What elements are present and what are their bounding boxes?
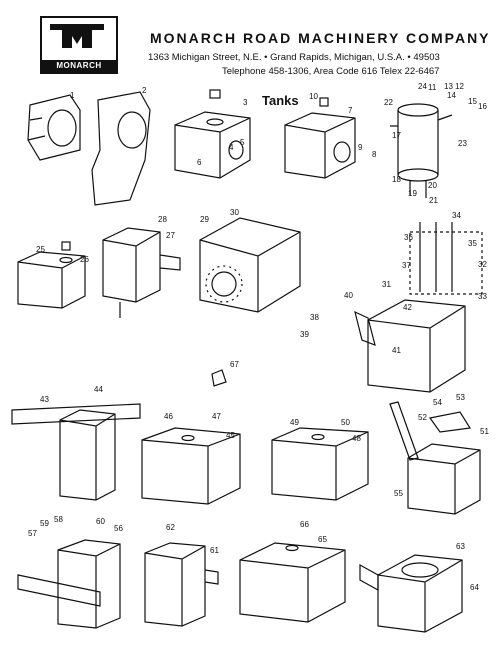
part-number-12: 12	[455, 82, 464, 91]
part-number-40: 40	[344, 291, 353, 300]
part-number-44: 44	[94, 385, 103, 394]
part-number-45: 45	[226, 431, 235, 440]
part-number-56: 56	[114, 524, 123, 533]
part-number-30: 30	[230, 208, 239, 217]
part-number-48: 48	[352, 434, 361, 443]
part-number-65: 65	[318, 535, 327, 544]
part-number-37: 37	[402, 261, 411, 270]
part-illustration-2	[91, 91, 151, 206]
part-number-38: 38	[310, 313, 319, 322]
part-illustration-31	[354, 222, 483, 393]
part-number-64: 64	[470, 583, 479, 592]
part-illustration-25	[17, 241, 86, 309]
logo-wordmark: MONARCH	[42, 60, 116, 72]
part-illustration-29	[199, 217, 301, 313]
part-number-24: 24	[418, 82, 427, 91]
section-title: Tanks	[262, 93, 299, 108]
part-number-13: 13	[444, 82, 453, 91]
part-number-59: 59	[40, 519, 49, 528]
part-number-36: 36	[404, 233, 413, 242]
part-number-39: 39	[300, 330, 309, 339]
part-number-21: 21	[429, 196, 438, 205]
part-number-29: 29	[200, 215, 209, 224]
part-number-41: 41	[392, 346, 401, 355]
part-number-16: 16	[478, 102, 487, 111]
part-number-10: 10	[309, 92, 318, 101]
part-number-14: 14	[447, 91, 456, 100]
part-number-8: 8	[372, 150, 377, 159]
part-illustration-7	[284, 97, 356, 179]
monarch-m-emblem-icon	[50, 24, 104, 48]
part-number-2: 2	[142, 86, 147, 95]
part-number-58: 58	[54, 515, 63, 524]
part-number-27: 27	[166, 231, 175, 240]
part-illustration-56	[17, 539, 121, 629]
part-number-42: 42	[403, 303, 412, 312]
part-number-31: 31	[382, 280, 391, 289]
part-number-18: 18	[392, 175, 401, 184]
part-number-51: 51	[480, 427, 489, 436]
part-number-57: 57	[28, 529, 37, 538]
part-number-60: 60	[96, 517, 105, 526]
part-number-34: 34	[452, 211, 461, 220]
part-number-22: 22	[384, 98, 393, 107]
part-number-1: 1	[70, 91, 75, 100]
part-number-50: 50	[341, 418, 350, 427]
part-illustration-1	[27, 94, 81, 161]
part-illustration-43	[11, 403, 141, 501]
part-illustration-67	[211, 369, 227, 387]
part-number-9: 9	[358, 143, 363, 152]
part-number-28: 28	[158, 215, 167, 224]
part-illustration-3	[174, 89, 251, 179]
part-number-49: 49	[290, 418, 299, 427]
part-number-67: 67	[230, 360, 239, 369]
part-number-4: 4	[229, 143, 234, 152]
part-number-55: 55	[394, 489, 403, 498]
part-illustration-48	[271, 427, 369, 501]
part-number-46: 46	[164, 412, 173, 421]
part-number-6: 6	[197, 158, 202, 167]
part-number-11: 11	[428, 83, 437, 92]
part-illustration-65	[239, 542, 346, 623]
part-illustration-51	[389, 401, 481, 515]
company-name: MONARCH ROAD MACHINERY COMPANY	[150, 30, 491, 46]
part-number-33: 33	[478, 292, 487, 301]
company-contact: Telephone 458-1306, Area Code 616 Telex …	[222, 66, 440, 77]
part-number-66: 66	[300, 520, 309, 529]
part-number-25: 25	[36, 245, 45, 254]
part-number-62: 62	[166, 523, 175, 532]
monarch-logo: MONARCH	[40, 16, 118, 74]
company-address: 1363 Michigan Street, N.E. • Grand Rapid…	[148, 52, 440, 63]
part-illustration-45	[141, 427, 241, 505]
part-number-20: 20	[428, 181, 437, 190]
part-number-53: 53	[456, 393, 465, 402]
part-number-26: 26	[80, 255, 89, 264]
part-number-23: 23	[458, 139, 467, 148]
part-number-3: 3	[243, 98, 248, 107]
part-number-5: 5	[240, 138, 245, 147]
part-number-15: 15	[468, 97, 477, 106]
part-number-54: 54	[433, 398, 442, 407]
part-number-63: 63	[456, 542, 465, 551]
part-illustration-61	[144, 542, 219, 627]
part-number-52: 52	[418, 413, 427, 422]
part-number-43: 43	[40, 395, 49, 404]
part-illustration-63	[359, 554, 463, 633]
part-number-32: 32	[478, 260, 487, 269]
part-illustration-27	[102, 227, 181, 318]
part-illustration-24	[390, 103, 453, 198]
part-number-61: 61	[210, 546, 219, 555]
part-number-47: 47	[212, 412, 221, 421]
part-number-35: 35	[468, 239, 477, 248]
part-number-17: 17	[392, 131, 401, 140]
part-number-7: 7	[348, 106, 353, 115]
part-number-19: 19	[408, 189, 417, 198]
